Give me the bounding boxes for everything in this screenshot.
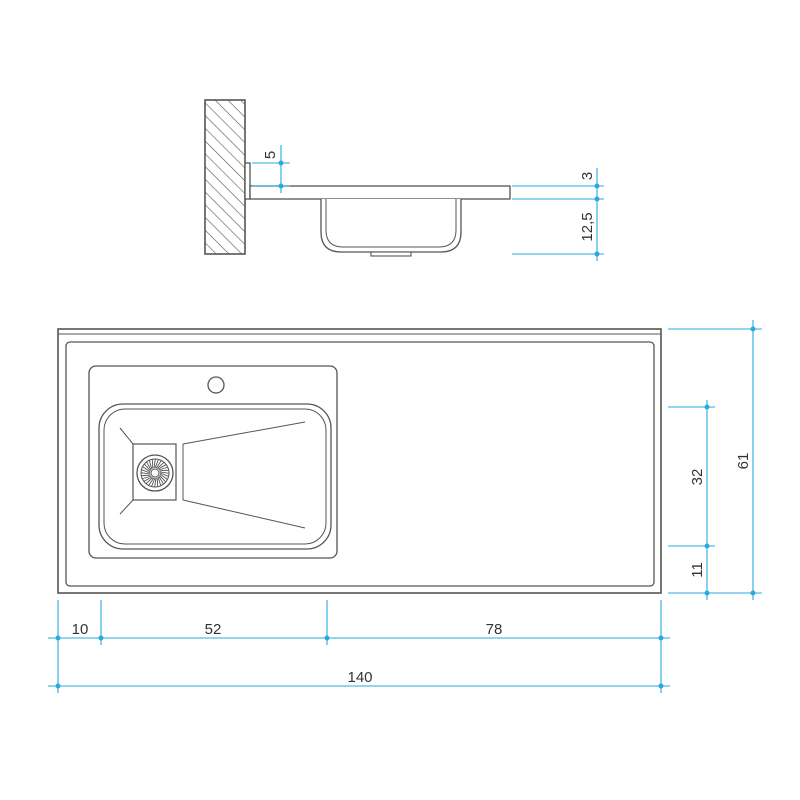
strainer-spoke bbox=[142, 466, 151, 473]
strainer-spoke bbox=[157, 464, 167, 470]
faucet-hole bbox=[207, 376, 225, 394]
side-view: 5 3 12,5 bbox=[204, 99, 604, 261]
drain-strainer-icon bbox=[136, 454, 174, 492]
countertop-profile bbox=[249, 185, 511, 200]
strainer-spoke bbox=[148, 477, 155, 486]
strainer-spoke bbox=[159, 473, 168, 480]
vertical-dimension-lines bbox=[668, 320, 762, 600]
basin-outer bbox=[98, 403, 332, 550]
dimension-backsplash-height bbox=[252, 145, 290, 193]
strainer-spoke bbox=[151, 477, 156, 487]
dim-label-backsplash-height: 5 bbox=[262, 151, 279, 159]
dimension-bowl-depth-side bbox=[512, 251, 604, 257]
strainer-spoke bbox=[148, 460, 153, 470]
dim-label-bowl-depth-side: 12,5 bbox=[579, 212, 596, 241]
bowl-profile bbox=[320, 199, 462, 253]
basin-inner bbox=[103, 408, 327, 545]
dim-label-drainboard-width: 78 bbox=[486, 621, 503, 638]
strainer-spoke bbox=[143, 463, 151, 472]
strainer-spoke bbox=[141, 474, 151, 477]
strainer-spoke bbox=[157, 476, 162, 486]
countertop-inner-rim bbox=[65, 341, 655, 587]
dim-label-front-margin: 11 bbox=[689, 562, 706, 578]
strainer-spoke bbox=[158, 466, 168, 471]
strainer-spoke bbox=[156, 477, 159, 487]
wall-section bbox=[204, 99, 246, 255]
strainer-spoke bbox=[146, 461, 152, 471]
strainer-spoke bbox=[143, 476, 153, 482]
strainer-spoke bbox=[159, 472, 169, 477]
bowl-flange bbox=[88, 365, 338, 559]
bowl-profile-inner bbox=[325, 199, 457, 248]
strainer-spoke bbox=[159, 474, 167, 483]
strainer-spoke bbox=[140, 472, 151, 475]
strainer-spoke bbox=[142, 475, 152, 480]
dimension-top-thickness bbox=[512, 168, 604, 261]
strainer-spoke bbox=[158, 475, 164, 485]
backsplash-profile bbox=[244, 162, 251, 200]
strainer-spoke bbox=[159, 471, 170, 474]
horizontal-dimension-lines bbox=[48, 600, 670, 693]
dim-label-top-thickness: 3 bbox=[579, 172, 596, 180]
dim-label-total-width: 140 bbox=[347, 669, 372, 686]
strainer-spoke bbox=[154, 477, 157, 488]
strainer-spoke bbox=[154, 459, 159, 469]
strainer-spoke bbox=[155, 460, 162, 469]
dim-label-bowl-depth-top: 32 bbox=[689, 469, 706, 486]
dim-label-bowl-width: 52 bbox=[205, 621, 222, 638]
drain-outlet-profile bbox=[370, 251, 412, 257]
strainer-spoke bbox=[145, 477, 154, 485]
strainer-spoke bbox=[153, 458, 156, 469]
top-view: 10 52 78 140 32 11 61 bbox=[48, 320, 762, 693]
strainer-spoke bbox=[151, 459, 154, 469]
strainer-spoke bbox=[141, 469, 151, 474]
strainer-spoke bbox=[156, 461, 165, 469]
strainer-spoke bbox=[159, 469, 169, 472]
drain-square bbox=[132, 443, 177, 501]
dim-label-total-depth: 61 bbox=[735, 453, 752, 470]
dim-label-left-margin: 10 bbox=[72, 621, 89, 638]
